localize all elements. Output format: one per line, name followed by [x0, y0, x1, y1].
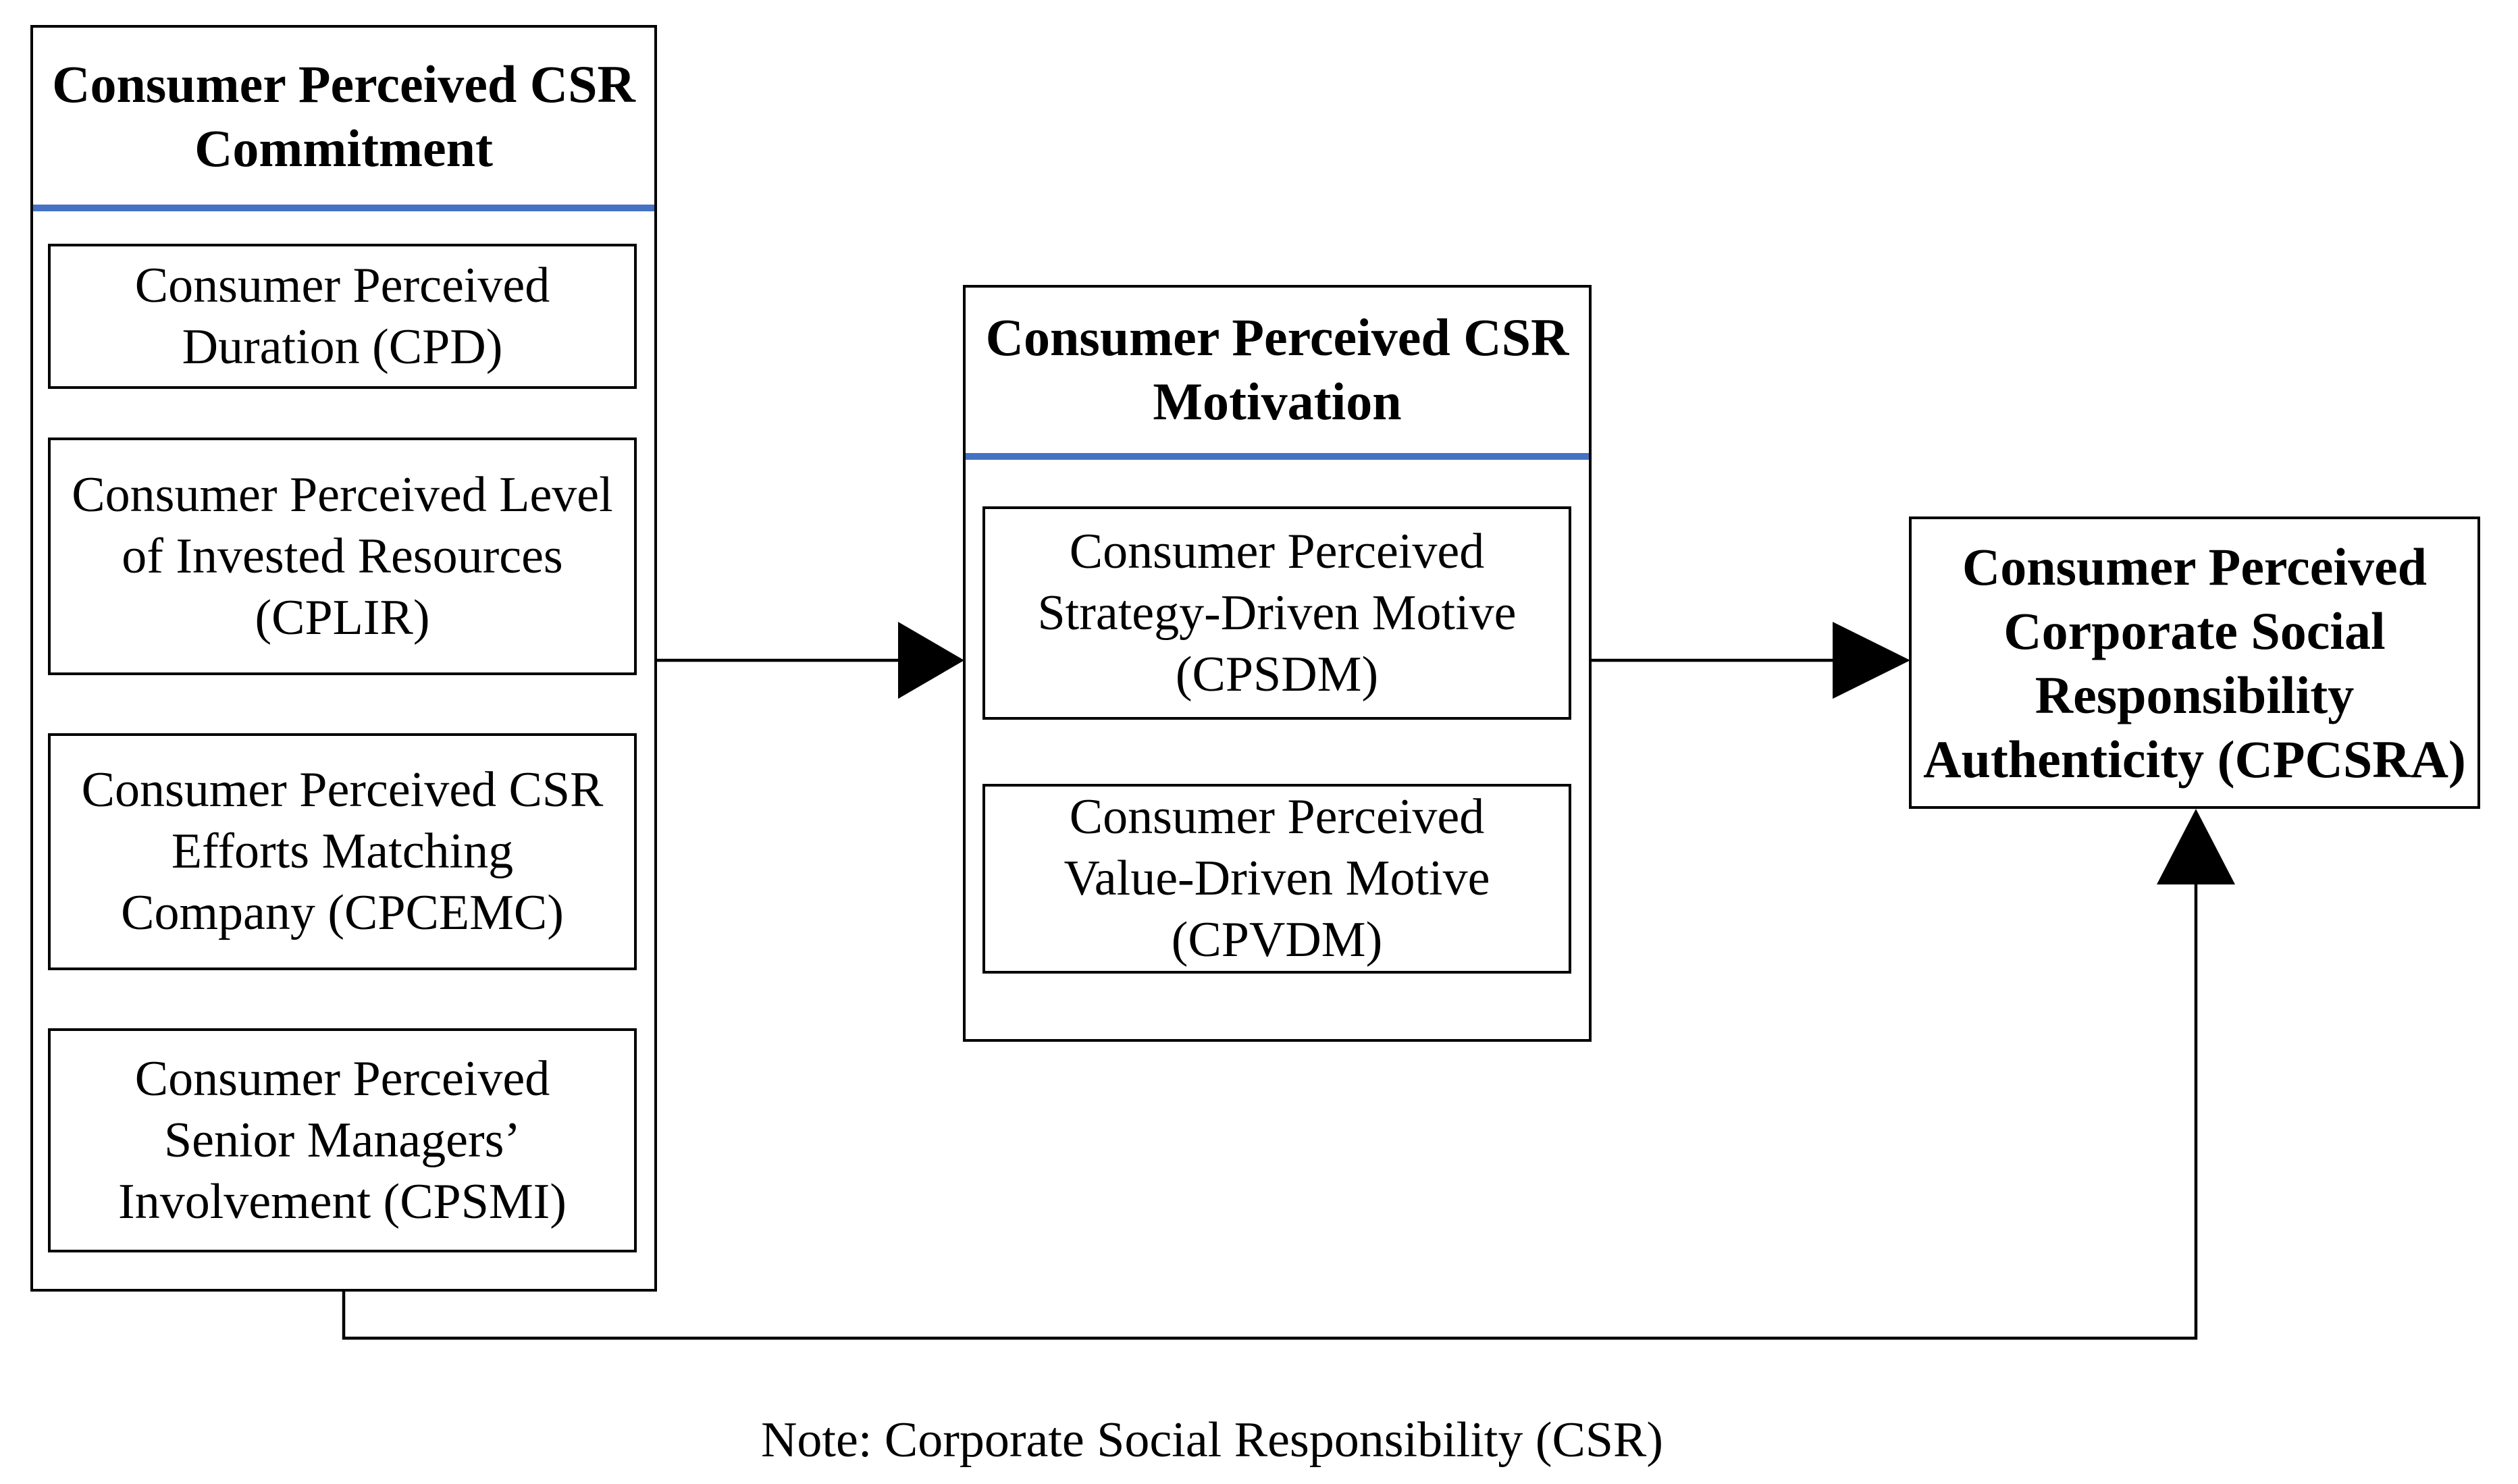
box-line: Consumer Perceived	[1069, 789, 1485, 845]
box-line: Strategy-Driven Motive	[1037, 585, 1517, 641]
commitment-title-underline	[33, 205, 654, 211]
box-line: Consumer Perceived	[134, 257, 550, 313]
commitment-group-title: Consumer Perceived CSR Commitment	[33, 28, 654, 205]
box-cplir: Consumer Perceived Level of Invested Res…	[48, 438, 637, 675]
box-cpvdm: Consumer Perceived Value-Driven Motive (…	[982, 784, 1571, 974]
box-cpsmi: Consumer Perceived Senior Managers’ Invo…	[48, 1028, 637, 1252]
box-line: Consumer Perceived	[134, 1051, 550, 1107]
box-line: Company (CPCEMC)	[121, 885, 564, 940]
commitment-title-line: Commitment	[194, 119, 493, 178]
commitment-title-line: Consumer Perceived CSR	[52, 55, 635, 113]
box-cpcemc: Consumer Perceived CSR Efforts Matching …	[48, 733, 637, 970]
box-line: Authenticity (CPCSRA)	[1923, 729, 2466, 789]
arrow-commitment-to-cpcsra-head-icon	[2157, 809, 2235, 884]
motivation-group-title: Consumer Perceived CSR Motivation	[966, 288, 1589, 451]
arrow-motivation-to-cpcsra-head-icon	[1833, 622, 1910, 699]
box-cpcsra: Consumer Perceived Corporate Social Resp…	[1909, 516, 2480, 809]
box-line: Value-Driven Motive	[1064, 851, 1490, 906]
box-cpd: Consumer Perceived Duration (CPD)	[48, 244, 637, 389]
box-line: of Invested Resources	[122, 528, 563, 584]
box-line: Consumer Perceived	[1069, 523, 1485, 579]
motivation-title-line: Motivation	[1153, 372, 1402, 431]
motivation-title-line: Consumer Perceived CSR	[985, 308, 1569, 367]
box-line: Duration (CPD)	[182, 319, 503, 375]
box-line: Senior Managers’	[163, 1112, 521, 1168]
box-line: Responsibility	[2035, 665, 2355, 724]
arrow-commitment-to-motivation-head-icon	[898, 622, 964, 699]
box-cpsdm: Consumer Perceived Strategy-Driven Motiv…	[982, 506, 1571, 720]
note-text: Note: Corporate Social Responsibility (C…	[760, 1412, 1663, 1468]
box-line: Corporate Social	[2003, 601, 2386, 660]
box-line: Consumer Perceived Level	[72, 467, 613, 523]
box-line: Consumer Perceived	[1962, 537, 2428, 596]
box-line: (CPLIR)	[255, 589, 430, 645]
box-line: (CPVDM)	[1171, 912, 1383, 968]
box-line: Consumer Perceived CSR	[81, 762, 604, 818]
box-line: (CPSDM)	[1175, 646, 1379, 702]
box-line: Involvement (CPSMI)	[118, 1173, 567, 1229]
box-line: Efforts Matching	[171, 824, 514, 879]
motivation-title-underline	[966, 453, 1589, 460]
